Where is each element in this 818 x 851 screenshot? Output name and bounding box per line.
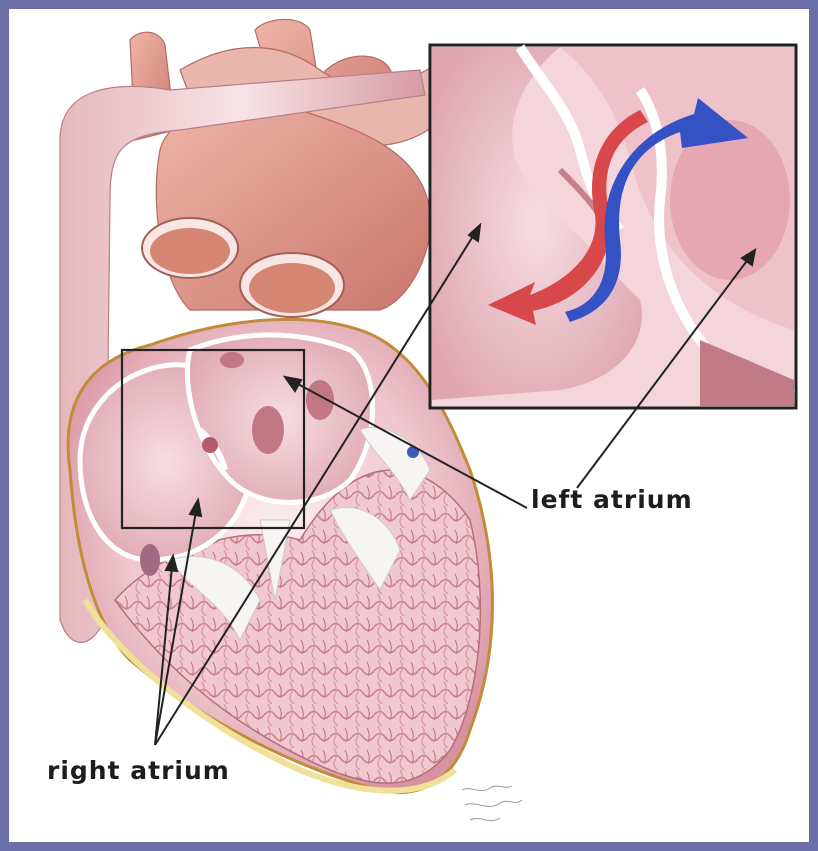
- great-vessels: [130, 19, 440, 317]
- artist-signature: [462, 786, 522, 821]
- left-atrium-label: left atrium: [531, 485, 693, 514]
- inset-view: [430, 45, 796, 408]
- right-atrium-label: right atrium: [47, 756, 230, 785]
